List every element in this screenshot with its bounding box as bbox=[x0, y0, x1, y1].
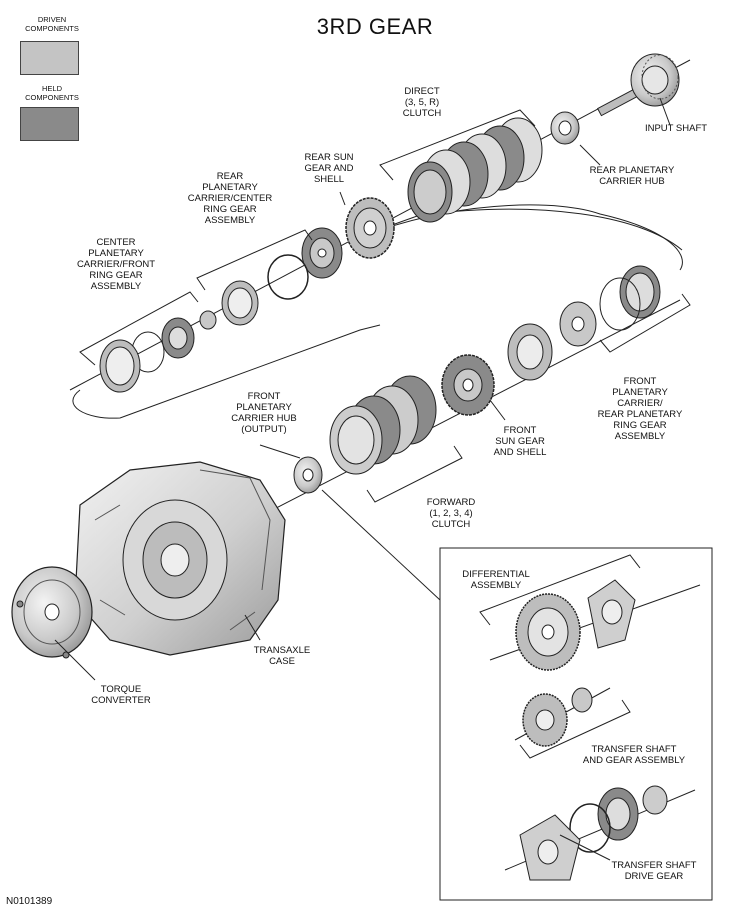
label-torque-converter: TORQUE CONVERTER bbox=[91, 684, 151, 706]
center-planetary-carrier bbox=[99, 310, 217, 393]
direct-clutch-pack bbox=[407, 117, 543, 223]
legend-driven-label: DRIVEN COMPONENTS bbox=[25, 15, 79, 33]
front-planetary-carrier bbox=[507, 265, 661, 381]
transaxle-case bbox=[74, 461, 286, 656]
differential-assembly bbox=[489, 579, 701, 671]
rear-planetary-carrier bbox=[221, 227, 343, 326]
label-rear-planetary-carrier: REAR PLANETARY CARRIER/CENTER RING GEAR … bbox=[187, 171, 273, 226]
legend-held-swatch bbox=[20, 107, 79, 141]
label-rear-sun-gear: REAR SUN GEAR AND SHELL bbox=[304, 152, 354, 185]
label-transfer-shaft-drive-gear: TRANSFER SHAFT DRIVE GEAR bbox=[611, 860, 697, 882]
label-center-planetary-carrier: CENTER PLANETARY CARRIER/FRONT RING GEAR… bbox=[76, 237, 156, 292]
label-differential-assembly: DIFFERENTIAL ASSEMBLY bbox=[462, 569, 530, 591]
label-input-shaft: INPUT SHAFT bbox=[644, 123, 708, 134]
inset-frame bbox=[439, 547, 713, 901]
torque-converter bbox=[11, 566, 93, 659]
transfer-shaft-drive-gear bbox=[504, 785, 696, 881]
label-forward-clutch: FORWARD (1, 2, 3, 4) CLUTCH bbox=[426, 497, 476, 530]
legend-held-label: HELD COMPONENTS bbox=[25, 84, 79, 102]
diagram-title: 3RD GEAR bbox=[316, 14, 434, 39]
rear-planetary-carrier-hub bbox=[550, 111, 580, 145]
transfer-shaft-gear-assembly bbox=[514, 687, 611, 747]
legend-driven-swatch bbox=[20, 41, 79, 75]
figure-code: N0101389 bbox=[6, 896, 53, 907]
label-transfer-shaft-gear-assembly: TRANSFER SHAFT AND GEAR ASSEMBLY bbox=[582, 744, 686, 766]
label-front-planetary-carrier: FRONT PLANETARY CARRIER/ REAR PLANETARY … bbox=[597, 376, 683, 442]
label-front-planetary-carrier-hub: FRONT PLANETARY CARRIER HUB (OUTPUT) bbox=[231, 391, 297, 435]
rear-sun-gear bbox=[345, 197, 395, 259]
label-front-sun-gear: FRONT SUN GEAR AND SHELL bbox=[493, 425, 547, 458]
label-brackets bbox=[54, 97, 691, 861]
front-planetary-carrier-hub bbox=[293, 456, 441, 601]
label-transaxle-case: TRANSAXLE CASE bbox=[253, 645, 311, 667]
front-sun-gear bbox=[441, 354, 495, 416]
forward-clutch-pack bbox=[329, 375, 437, 475]
label-direct-clutch: DIRECT (3, 5, R) CLUTCH bbox=[402, 86, 442, 119]
input-shaft bbox=[596, 53, 680, 117]
label-rear-planetary-carrier-hub: REAR PLANETARY CARRIER HUB bbox=[589, 165, 675, 187]
